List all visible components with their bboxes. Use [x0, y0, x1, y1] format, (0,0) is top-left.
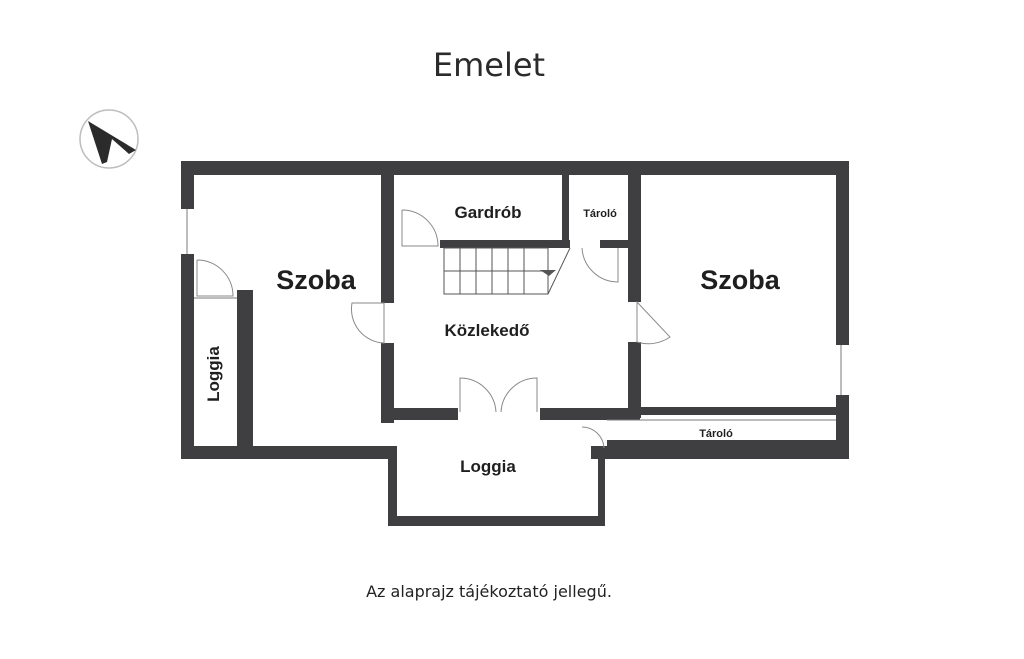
doors [196, 209, 671, 449]
plan-title: Emelet [432, 46, 546, 84]
window-lines [186, 209, 842, 421]
room-label-szoba-right: Szoba [700, 265, 780, 295]
room-label-tarolo-bottom: Tároló [699, 428, 733, 440]
staircase [443, 247, 571, 295]
north-arrow-icon [79, 109, 139, 169]
room-label-szoba-left: Szoba [276, 265, 356, 295]
walls [181, 161, 849, 526]
room-label-kozlekedo: Közlekedő [444, 321, 529, 340]
room-label-loggia-left: Loggia [204, 346, 223, 402]
room-label-tarolo-top: Tároló [583, 208, 617, 220]
disclaimer-note: Az alaprajz tájékoztató jellegű. [366, 582, 612, 601]
room-label-loggia-bottom: Loggia [460, 457, 516, 476]
room-label-gardrob: Gardrób [454, 203, 521, 222]
